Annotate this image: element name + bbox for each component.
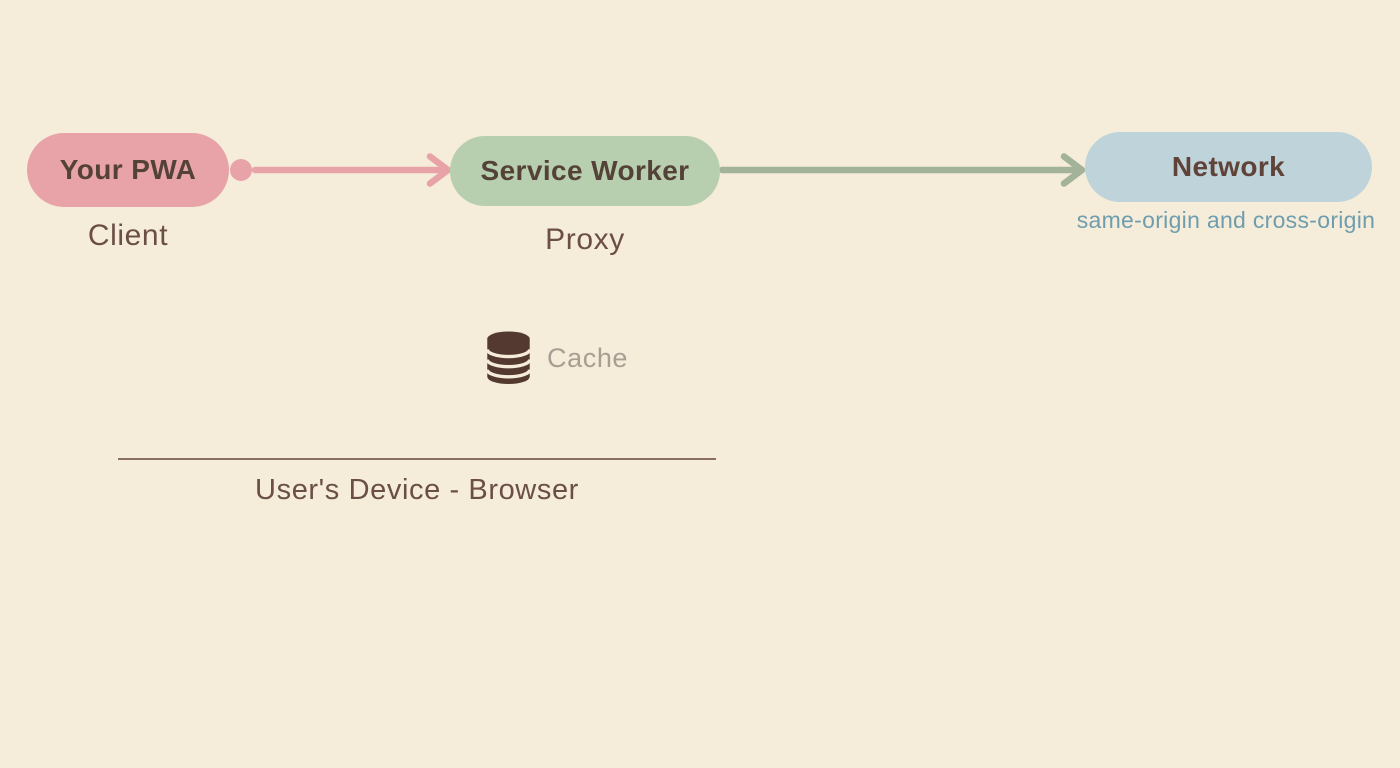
node-service-worker: Service Worker xyxy=(450,136,720,206)
cache-group: Cache xyxy=(485,331,628,385)
node-network-sublabel: same-origin and cross-origin xyxy=(1076,207,1376,233)
node-network-label: Network xyxy=(1171,151,1286,182)
database-icon xyxy=(485,331,532,385)
arrowhead-icon xyxy=(426,153,452,187)
device-boundary-label: User's Device - Browser xyxy=(255,474,579,506)
cache-label: Cache xyxy=(547,342,629,373)
node-your-pwa-label: Your PWA xyxy=(59,154,197,185)
node-your-pwa: Your PWA xyxy=(27,133,229,207)
node-service-worker-label: Service Worker xyxy=(480,155,690,186)
node-network: Network xyxy=(1085,132,1372,202)
arrowhead-icon xyxy=(1060,153,1086,187)
node-your-pwa-sublabel: Client xyxy=(87,219,169,252)
node-service-worker-sublabel: Proxy xyxy=(545,223,625,256)
arrow-origin-dot xyxy=(230,159,252,181)
